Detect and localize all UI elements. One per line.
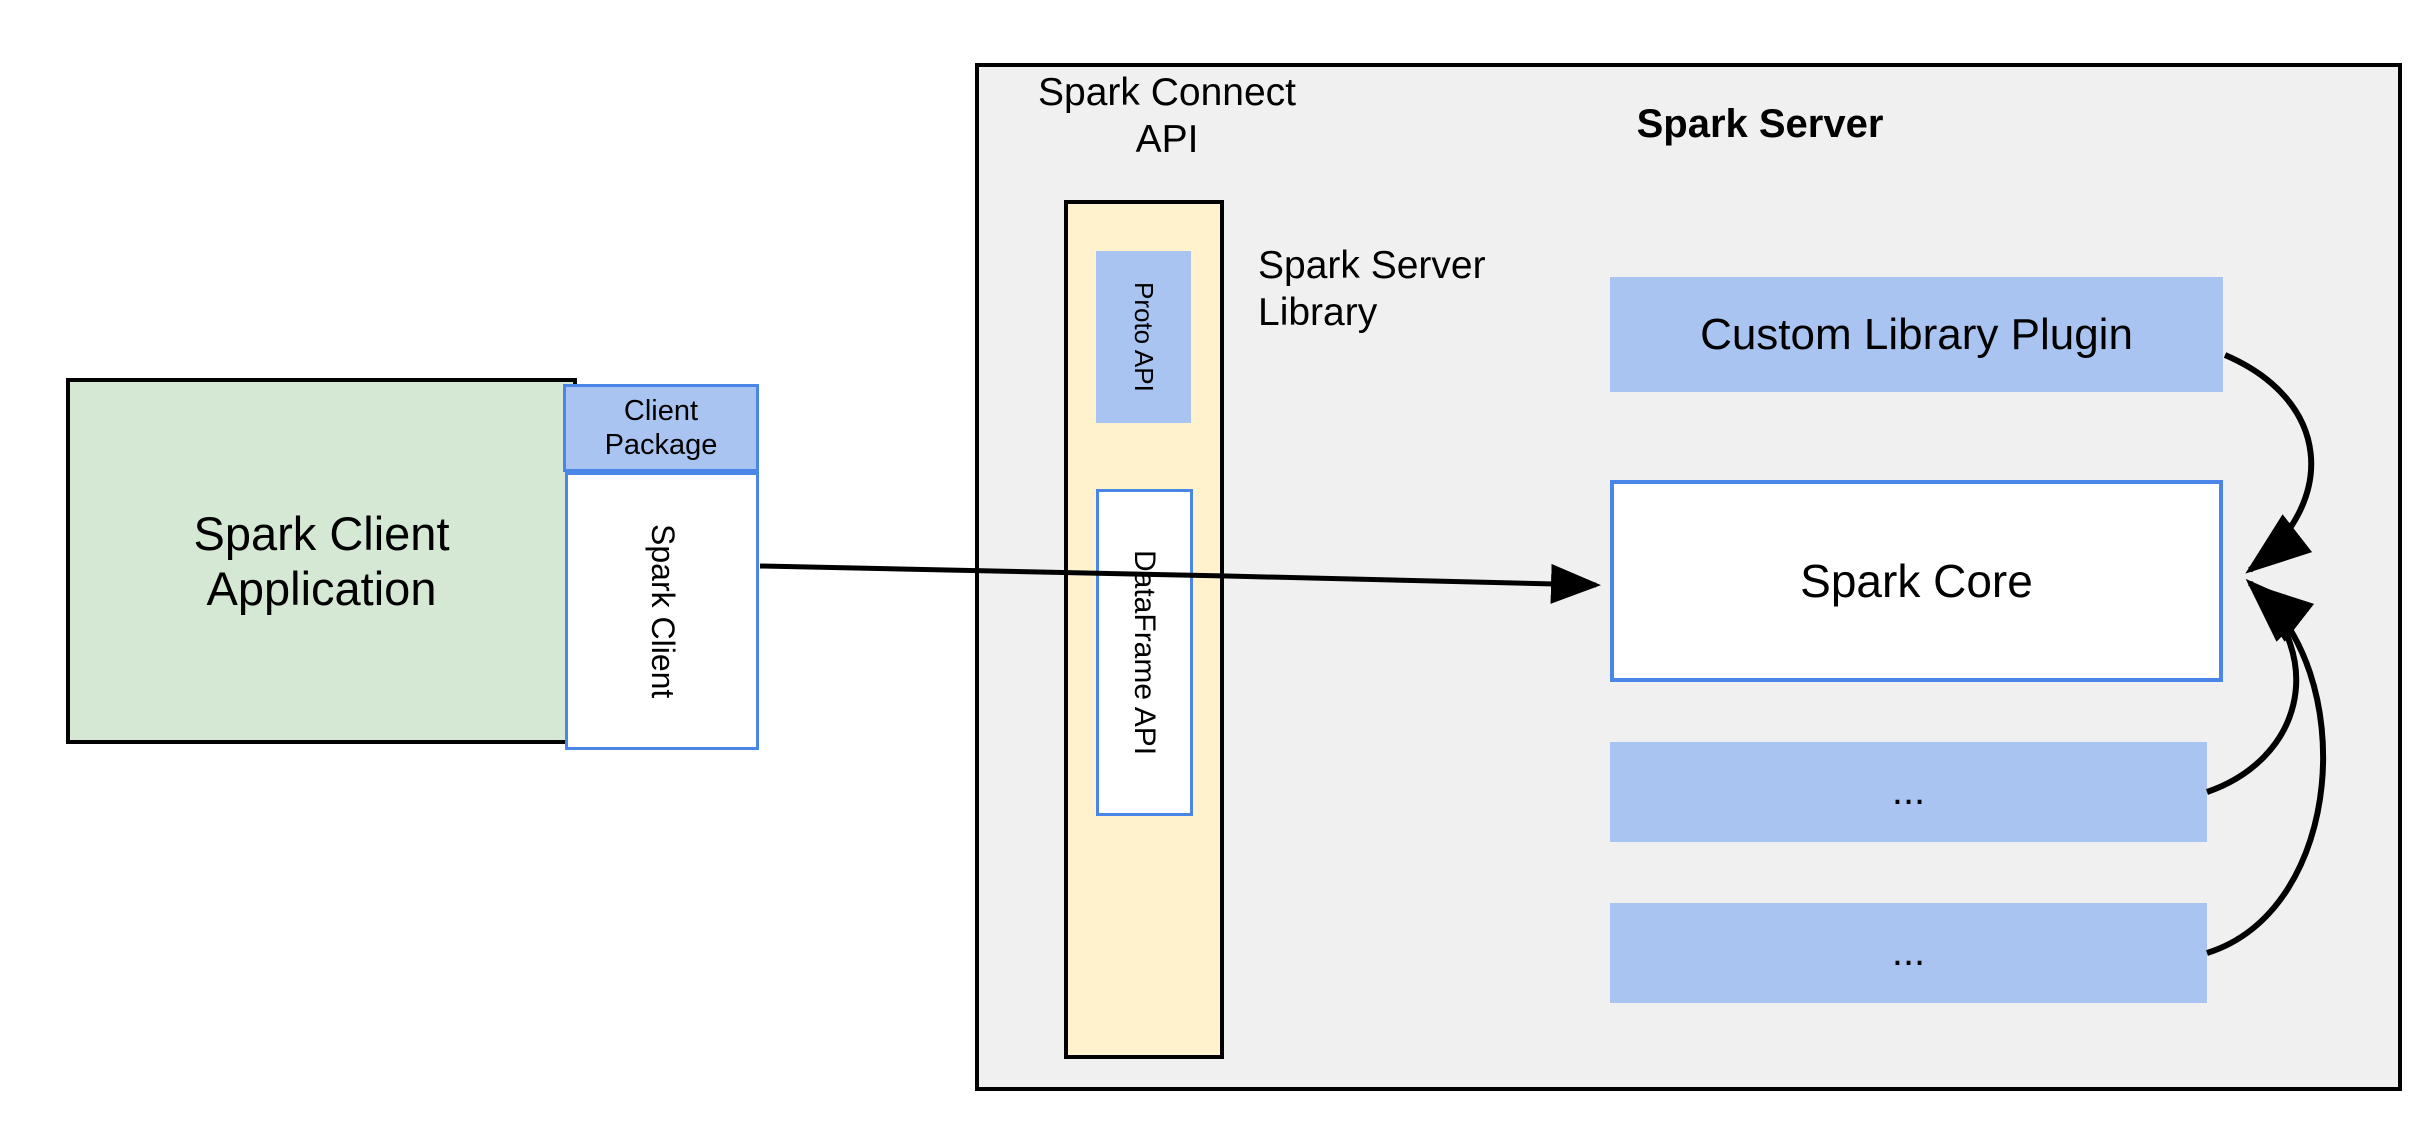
proto-api-box: Proto API	[1096, 251, 1191, 423]
proto-api-label: Proto API	[1128, 282, 1159, 392]
dataframe-api-label: DataFrame API	[1128, 549, 1162, 756]
dataframe-api-box: DataFrame API	[1096, 489, 1193, 816]
spark-client-box: Spark Client	[565, 472, 759, 750]
spark-core-box: Spark Core	[1610, 480, 2223, 682]
server-component-ellipsis-2-label: ...	[1891, 930, 1926, 975]
spark-server-library-label: Spark Server Library	[1258, 244, 1486, 334]
custom-library-plugin-box: Custom Library Plugin	[1610, 277, 2223, 392]
spark-connect-api-label: Spark Connect API	[1038, 71, 1296, 161]
client-package-label: Client Package	[604, 394, 718, 461]
spark-core-label: Spark Core	[1800, 554, 2033, 607]
client-package-box: Client Package	[563, 384, 759, 472]
spark-server-title: Spark Server	[1636, 102, 1884, 146]
spark-client-application-box: Spark Client Application	[66, 378, 577, 744]
server-component-ellipsis-1: ...	[1610, 742, 2207, 842]
server-component-ellipsis-1-label: ...	[1891, 769, 1926, 814]
spark-client-label: Spark Client	[644, 523, 681, 699]
server-component-ellipsis-2: ...	[1610, 903, 2207, 1003]
custom-library-plugin-label: Custom Library Plugin	[1700, 309, 2133, 359]
spark-client-application-label: Spark Client Application	[193, 506, 450, 615]
